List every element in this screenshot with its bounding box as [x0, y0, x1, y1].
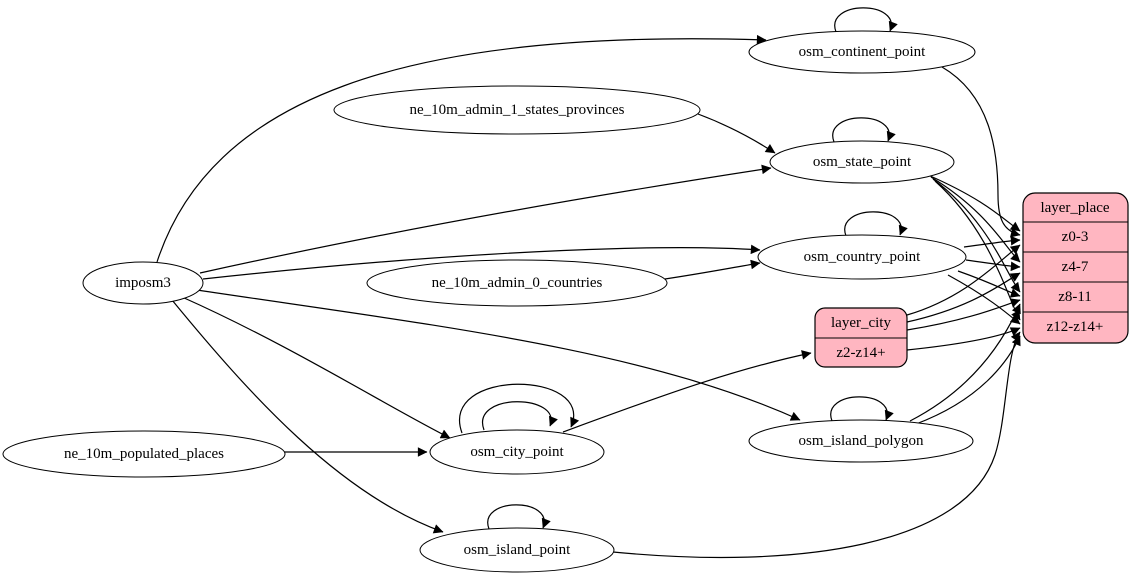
node-ne_10m_populated_places-label: ne_10m_populated_places [64, 446, 224, 462]
self-loop-osm_state_point [832, 117, 896, 143]
node-layer_place-row-z4-7: z4-7 [1062, 259, 1089, 275]
edge-osm_state_point-layer_place-z8-11 [932, 178, 1021, 293]
edge-layer_city-layer_place-z12-z14 [906, 327, 1021, 351]
node-ne_10m_admin_1_states_provinces-label: ne_10m_admin_1_states_provinces [410, 102, 625, 118]
node-osm_city_point: osm_city_point [429, 429, 605, 475]
edge-osm_continent_point-layer_place-z0-3 [941, 66, 1021, 238]
edge-layer [156, 7, 1021, 559]
self-loop-osm_city_point-outer [459, 383, 580, 434]
node-osm_state_point: osm_state_point [769, 140, 955, 184]
node-layer_city-row-z2-z14: z2-z14+ [836, 345, 885, 361]
node-ne_10m_populated_places-shape [2, 430, 286, 478]
edge-osm_state_point-layer_place-z4-7 [930, 176, 1021, 263]
node-layer_place-row-z12-z14: z12-z14+ [1047, 319, 1104, 335]
node-imposm3-label: imposm3 [115, 275, 171, 291]
edge-ne_10m_admin_0_countries-osm_country_point [664, 259, 761, 280]
edge-osm_city_point-layer_city-z2-z14 [562, 350, 812, 433]
node-osm_city_point-label: osm_city_point [470, 444, 564, 460]
node-ne_10m_admin_1_states_provinces-shape [333, 85, 701, 135]
edge-osm_country_point-layer_place-z12-z14 [947, 274, 1021, 325]
node-osm_city_point-shape [429, 429, 605, 475]
edge-ne_10m_admin_1_states_provinces-osm_state_point [697, 113, 776, 154]
node-ne_10m_populated_places: ne_10m_populated_places [2, 430, 286, 478]
node-osm_island_point: osm_island_point [419, 527, 615, 573]
node-osm_island_point-label: osm_island_point [464, 542, 572, 558]
node-layer_place-row-z8-11: z8-11 [1058, 289, 1092, 305]
edge-osm_state_point-layer_place-z0-3 [927, 174, 1021, 232]
node-ne_10m_admin_0_countries-shape [366, 259, 668, 307]
node-osm_country_point-shape [757, 234, 967, 280]
node-layer_place-shape [1022, 192, 1129, 344]
self-loop-osm_continent_point [834, 7, 898, 33]
edge-imposm3-osm_island_point [171, 299, 444, 534]
node-osm_state_point-label: osm_state_point [813, 154, 912, 170]
edge-layer_city-layer_place-z4-7 [906, 272, 1021, 323]
node-imposm3-shape [82, 261, 204, 305]
self-loop-osm_country_point [844, 211, 908, 237]
node-layer_place-title: layer_place [1040, 200, 1109, 216]
node-osm_country_point-label: osm_country_point [804, 249, 921, 265]
edge-imposm3-osm_country_point [202, 244, 761, 280]
edge-imposm3-osm_island_polygon [196, 289, 801, 421]
node-osm_state_point-shape [769, 140, 955, 184]
edge-osm_country_point-layer_place-z4-7 [965, 259, 1021, 272]
edge-layer_city-layer_place-z8-11 [906, 298, 1021, 331]
node-layer_place-row-z0-3: z0-3 [1062, 229, 1089, 245]
node-osm_island_polygon-shape [748, 419, 974, 463]
node-osm_continent_point: osm_continent_point [748, 30, 976, 74]
self-loop-osm_island_polygon [830, 396, 894, 422]
edge-imposm3-osm_state_point [199, 164, 772, 274]
node-ne_10m_admin_0_countries-label: ne_10m_admin_0_countries [432, 275, 603, 291]
self-loop-osm_city_point-inner [481, 401, 558, 431]
node-layer_place: layer_place z0-3 z4-7 z8-11 z12-z14+ [1022, 192, 1129, 344]
node-osm_island_polygon-label: osm_island_polygon [798, 433, 924, 449]
node-osm_island_point-shape [419, 527, 615, 573]
node-osm_continent_point-shape [748, 30, 976, 74]
node-osm_continent_point-label: osm_continent_point [799, 44, 926, 60]
edge-osm_island_polygon-layer_place-z12-z14 [915, 335, 1021, 425]
edge-imposm3-osm_continent_point [156, 34, 767, 263]
edge-osm_island_polygon-layer_place-z8-11 [909, 303, 1021, 422]
node-ne_10m_admin_0_countries: ne_10m_admin_0_countries [366, 259, 668, 307]
node-osm_island_polygon: osm_island_polygon [748, 419, 974, 463]
edge-osm_country_point-layer_place-z0-3 [963, 235, 1021, 248]
edge-osm_island_point-layer_place-z12-z14 [612, 331, 1021, 559]
self-loop-osm_island_point [487, 504, 551, 530]
node-layer_city-title: layer_city [831, 315, 891, 331]
node-osm_country_point: osm_country_point [757, 234, 967, 280]
node-imposm3: imposm3 [82, 261, 204, 305]
edge-imposm3-osm_city_point [181, 296, 451, 439]
edge-layer_city-layer_place-z0-3 [906, 244, 1021, 316]
node-ne_10m_admin_1_states_provinces: ne_10m_admin_1_states_provinces [333, 85, 701, 135]
node-layer_city: layer_city z2-z14+ [814, 307, 908, 368]
